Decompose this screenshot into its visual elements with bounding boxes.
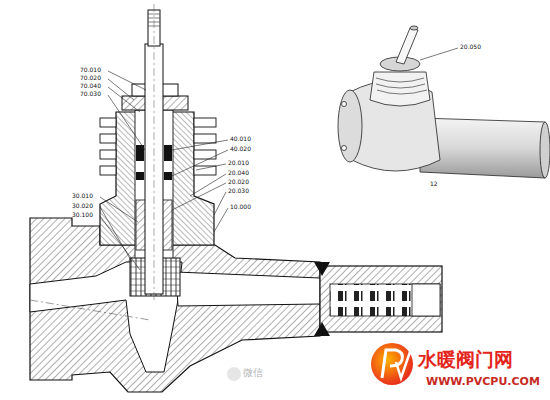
packing — [136, 145, 144, 161]
callout-number: 20.040 — [228, 170, 249, 176]
weld-seam — [314, 262, 330, 336]
callout-number: 10.000 — [230, 204, 251, 210]
callout-number: 20.030 — [228, 188, 249, 194]
callout-number: 30.010 — [72, 193, 93, 199]
callout-number: 40.010 — [230, 136, 251, 142]
callout-number: 20.050 — [460, 44, 481, 50]
callout-number: 40.020 — [230, 146, 251, 152]
outlet-passage — [176, 272, 320, 306]
inset-valve-view — [338, 26, 550, 178]
callout-number: 20.010 — [228, 160, 249, 166]
outlet-nozzle — [320, 266, 442, 332]
callout-number: 12 — [430, 181, 438, 187]
watermark-url: WWW.PVCPU.COM — [426, 376, 540, 387]
callout-number: 70.020 — [80, 75, 101, 81]
callout-number: 30.100 — [72, 212, 93, 218]
callout-number: 70.030 — [80, 91, 101, 97]
callout-number: 20.020 — [228, 179, 249, 185]
nozzle-trim — [330, 284, 440, 316]
watermark-text: 微信 — [243, 368, 263, 378]
callout-number: 30.020 — [72, 203, 93, 209]
watermark-logo — [227, 343, 413, 385]
leader-lines — [100, 48, 458, 270]
watermark-text: 水暖阀门网 — [418, 350, 513, 369]
callout-number: 70.040 — [80, 83, 101, 89]
callout-number: 70.010 — [80, 67, 101, 73]
